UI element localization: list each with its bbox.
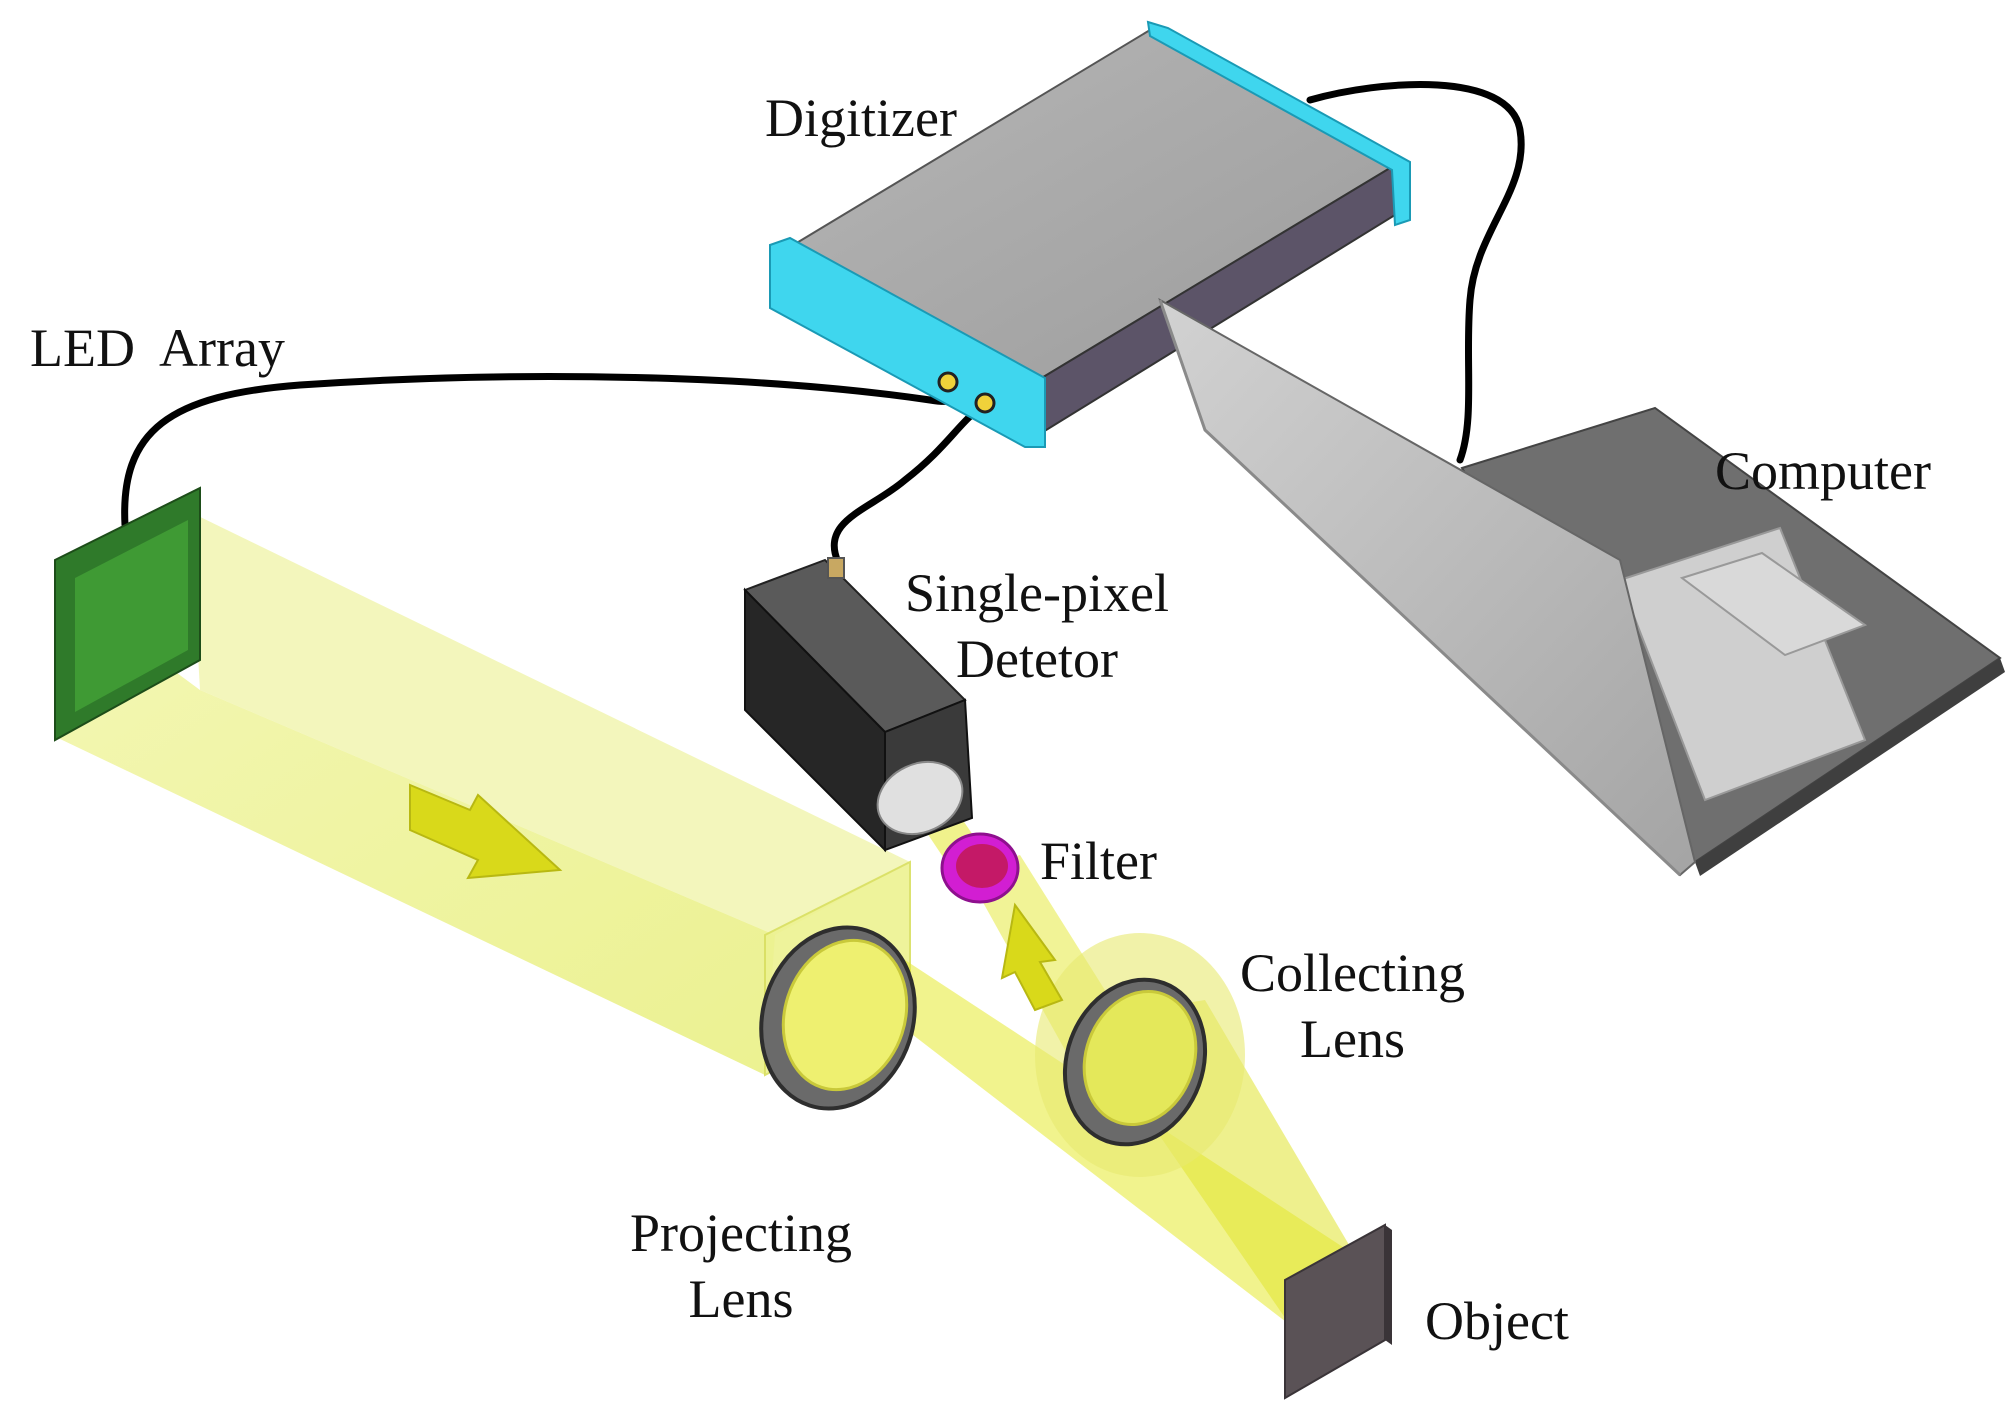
single-pixel-detector (743, 557, 974, 853)
laptop-lid (1158, 297, 1697, 877)
label-single-pixel-detector: Single-pixel Detetor (905, 560, 1169, 692)
digitizer-front-cap (769, 236, 1046, 448)
label-object: Object (1425, 1291, 1569, 1351)
label-digitizer: Digitizer (765, 88, 957, 148)
detector-connector (827, 557, 845, 579)
digitizer-device (769, 20, 1411, 448)
beam-top-face (190, 512, 910, 935)
label-detector-line-1: Single-pixel (905, 563, 1169, 623)
beam-direction-arrow (409, 783, 563, 880)
laptop-base-edge (1695, 658, 2005, 876)
collected-light-arrow (1000, 902, 1064, 1012)
cable-led-to-digitizer (121, 373, 964, 529)
digitizer-connector-1 (937, 371, 959, 393)
collecting-lens-glass (1082, 989, 1198, 1127)
label-filter: Filter (1040, 831, 1157, 891)
filter-glass (956, 844, 1008, 888)
label-collecting-line-2: Lens (1300, 1009, 1405, 1069)
detector-aperture (876, 761, 964, 835)
label-led-array: LED Array (30, 318, 285, 378)
digitizer-connector-2 (974, 392, 996, 414)
label-projecting-line-2: Lens (688, 1269, 794, 1329)
collecting-lens (1035, 933, 1245, 1177)
led-array-panel (54, 486, 201, 742)
object-target (1284, 1223, 1392, 1400)
projecting-lens (759, 925, 917, 1111)
digitizer-back-cap (1146, 20, 1411, 227)
projecting-lens-glass (781, 938, 909, 1092)
optical-filter (940, 832, 1020, 904)
label-collecting-lens: Collecting Lens (1240, 940, 1465, 1072)
led-panel-inner (75, 520, 188, 712)
label-collecting-line-1: Collecting (1240, 943, 1465, 1003)
laptop-computer (1158, 297, 2005, 877)
label-projecting-lens: Projecting Lens (630, 1200, 852, 1332)
label-detector-line-2: Detetor (956, 629, 1118, 689)
label-projecting-line-1: Projecting (630, 1203, 852, 1263)
label-computer: Computer (1715, 441, 1931, 501)
laptop-lid-edge (1158, 299, 1682, 877)
cables (121, 81, 1525, 566)
laptop-touchpad (1679, 551, 1868, 657)
cable-digitizer-to-computer (1306, 81, 1525, 464)
object-plate-edge (1385, 1225, 1392, 1345)
cable-detector-to-digitizer (830, 401, 989, 566)
